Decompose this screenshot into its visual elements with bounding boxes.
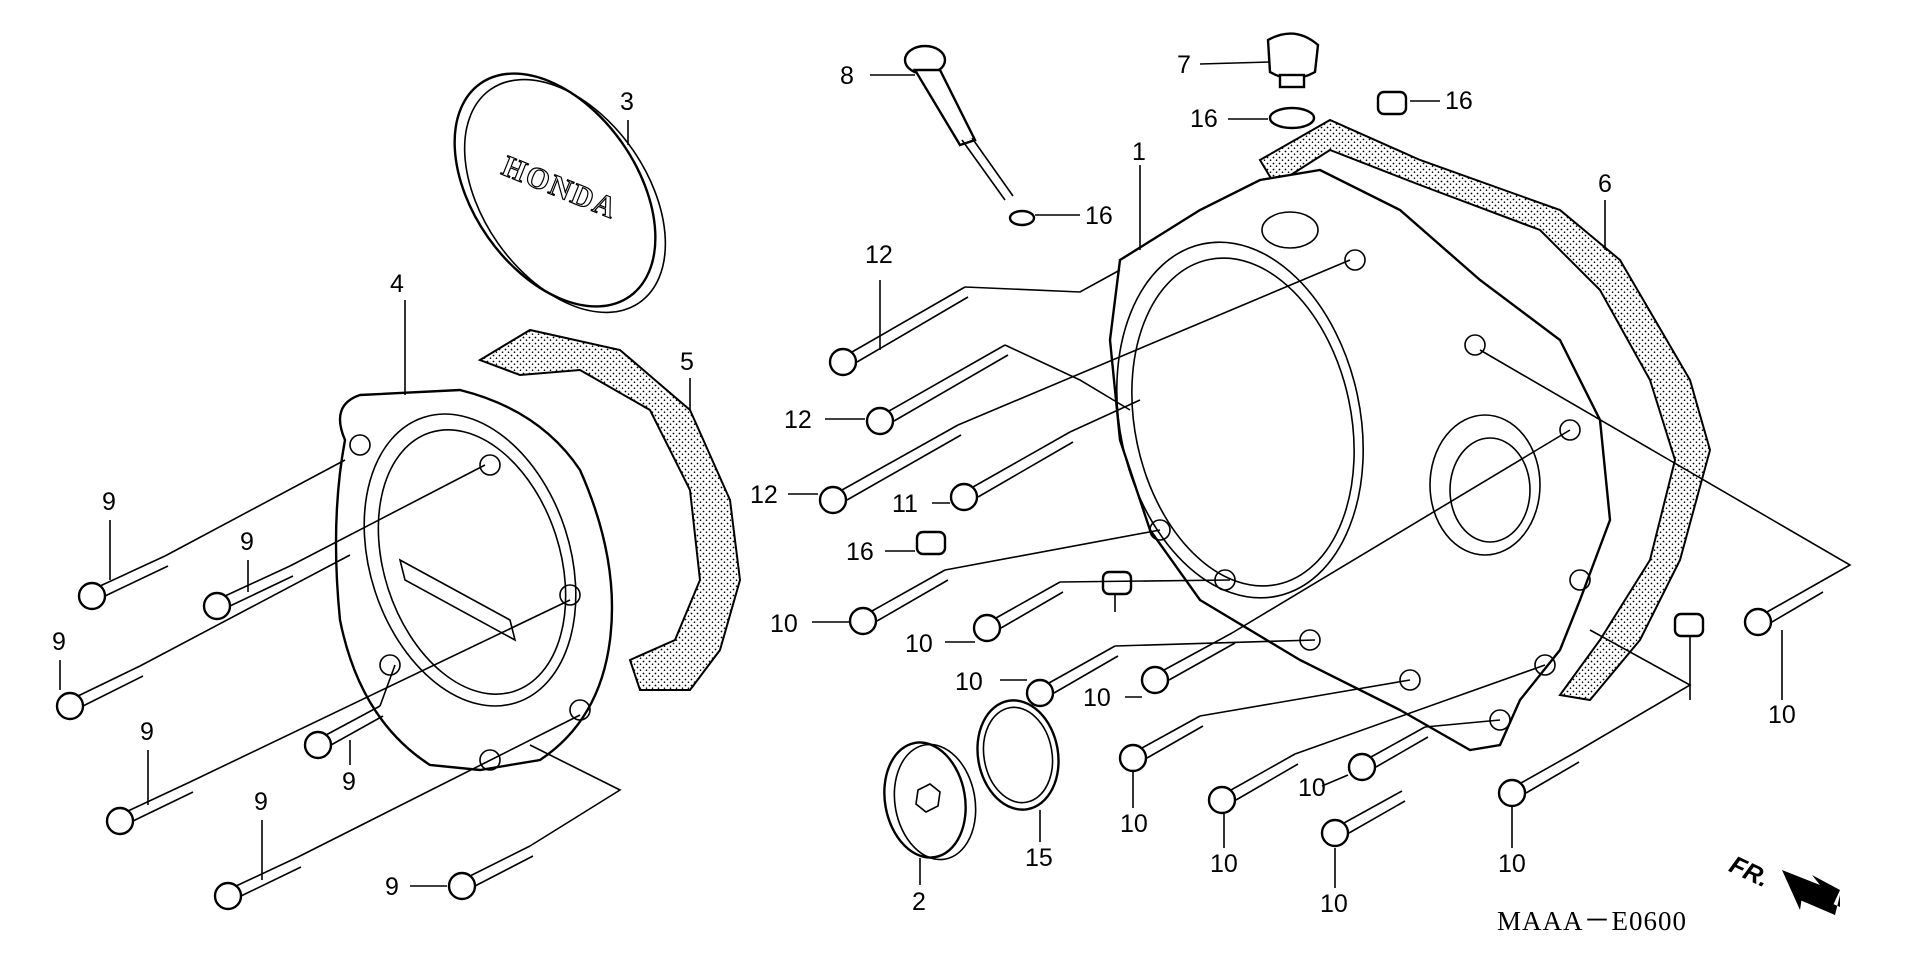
callout-10-f: 10 [1210, 850, 1238, 878]
leader-lines-left [139, 459, 622, 858]
o-ring-part-14 [1268, 106, 1316, 130]
dowel-group-part-16 [915, 90, 1705, 638]
bolt-10j [1743, 581, 1824, 637]
bolt-10a [848, 569, 949, 636]
bolt-12c [818, 424, 962, 515]
callout-9-e: 9 [342, 768, 356, 796]
callout-10-h: 10 [1320, 890, 1348, 918]
dowel-16b [915, 530, 947, 556]
bolt-group-part-12 [818, 286, 1009, 515]
bolt-12b [865, 344, 1009, 436]
callout-2: 2 [912, 888, 926, 916]
callout-3: 3 [620, 88, 634, 116]
front-direction-arrow: FR. [1725, 851, 1840, 915]
bolt-9a [77, 555, 169, 611]
label-leaders [59, 61, 1783, 888]
callout-10-i: 10 [1498, 850, 1526, 878]
callout-13: 15 [1025, 844, 1053, 872]
callout-14: 16 [1190, 105, 1218, 133]
bolt-9d [303, 705, 384, 760]
bolt-10i [1497, 751, 1580, 808]
dipstick-part-8 [903, 44, 1014, 201]
bolt-9b [202, 565, 294, 621]
callout-12-top: 12 [865, 241, 893, 269]
dowel-16d [1673, 612, 1705, 638]
callout-6: 6 [1598, 170, 1612, 198]
callout-16-left: 16 [846, 538, 874, 566]
leader-lines-right [944, 259, 1852, 755]
crankcase-cover-part-1 [1108, 168, 1612, 752]
filler-cap-part-7 [1266, 32, 1320, 89]
bolt-10e [1118, 715, 1204, 773]
callout-12-low: 12 [750, 481, 778, 509]
callout-12-mid: 12 [784, 406, 812, 434]
callout-7: 7 [1177, 51, 1191, 79]
gasket-part-6 [1258, 118, 1712, 702]
diagram-code: MAAA－E0600 [1497, 906, 1687, 936]
callout-10-c: 10 [955, 668, 983, 696]
dowel-16c [1101, 570, 1133, 596]
callout-9-g: 9 [385, 873, 399, 901]
bolt-10h [1320, 790, 1406, 848]
bolt-10g [1347, 726, 1429, 782]
callout-5: 5 [680, 348, 694, 376]
callout-8: 8 [840, 62, 854, 90]
callout-10-far-right: 10 [1768, 701, 1796, 729]
o-ring-part-13 [976, 699, 1060, 811]
callout-9-a: 9 [102, 488, 116, 516]
callout-9-d: 9 [140, 718, 154, 746]
callout-labels: 3 4 5 6 1 8 7 16 16 16 12 12 12 11 16 10… [52, 51, 1796, 918]
bolt-9g [447, 845, 534, 901]
clutch-cover-part-4 [334, 388, 614, 772]
callout-9-b: 9 [240, 528, 254, 556]
bolt-9c [55, 665, 144, 721]
bolt-group-part-9 [55, 555, 534, 911]
plug-cap-part-2 [883, 741, 977, 861]
gasket-part-5 [477, 328, 742, 691]
callout-10-d: 10 [1083, 684, 1111, 712]
dowel-16a [1376, 90, 1408, 116]
bolt-10d [1140, 632, 1236, 695]
callout-11: 11 [892, 490, 918, 518]
bolt-9e [105, 781, 194, 836]
callout-9-c: 9 [52, 628, 66, 656]
bolt-10b [972, 581, 1064, 643]
bolt-10f [1207, 753, 1299, 815]
callout-10-g: 10 [1298, 774, 1326, 802]
front-direction-label: FR. [1725, 851, 1773, 893]
o-ring-part-15 [1008, 209, 1036, 227]
callout-10-a: 10 [770, 610, 798, 638]
callout-9-f: 9 [254, 788, 268, 816]
callout-1: 1 [1132, 138, 1146, 166]
emblem-cap-part-3: HONDA [453, 72, 667, 314]
bolt-12a [828, 286, 969, 377]
callout-4: 4 [390, 270, 404, 298]
bolt-group-part-10 [848, 569, 1824, 848]
bolt-9f [213, 856, 302, 911]
bolt-10c [1025, 645, 1119, 708]
callout-10-b: 10 [905, 630, 933, 658]
bolt-part-11 [949, 431, 1074, 512]
callout-16-top: 16 [1445, 87, 1473, 115]
callout-15: 16 [1085, 202, 1113, 230]
callout-10-e: 10 [1120, 810, 1148, 838]
